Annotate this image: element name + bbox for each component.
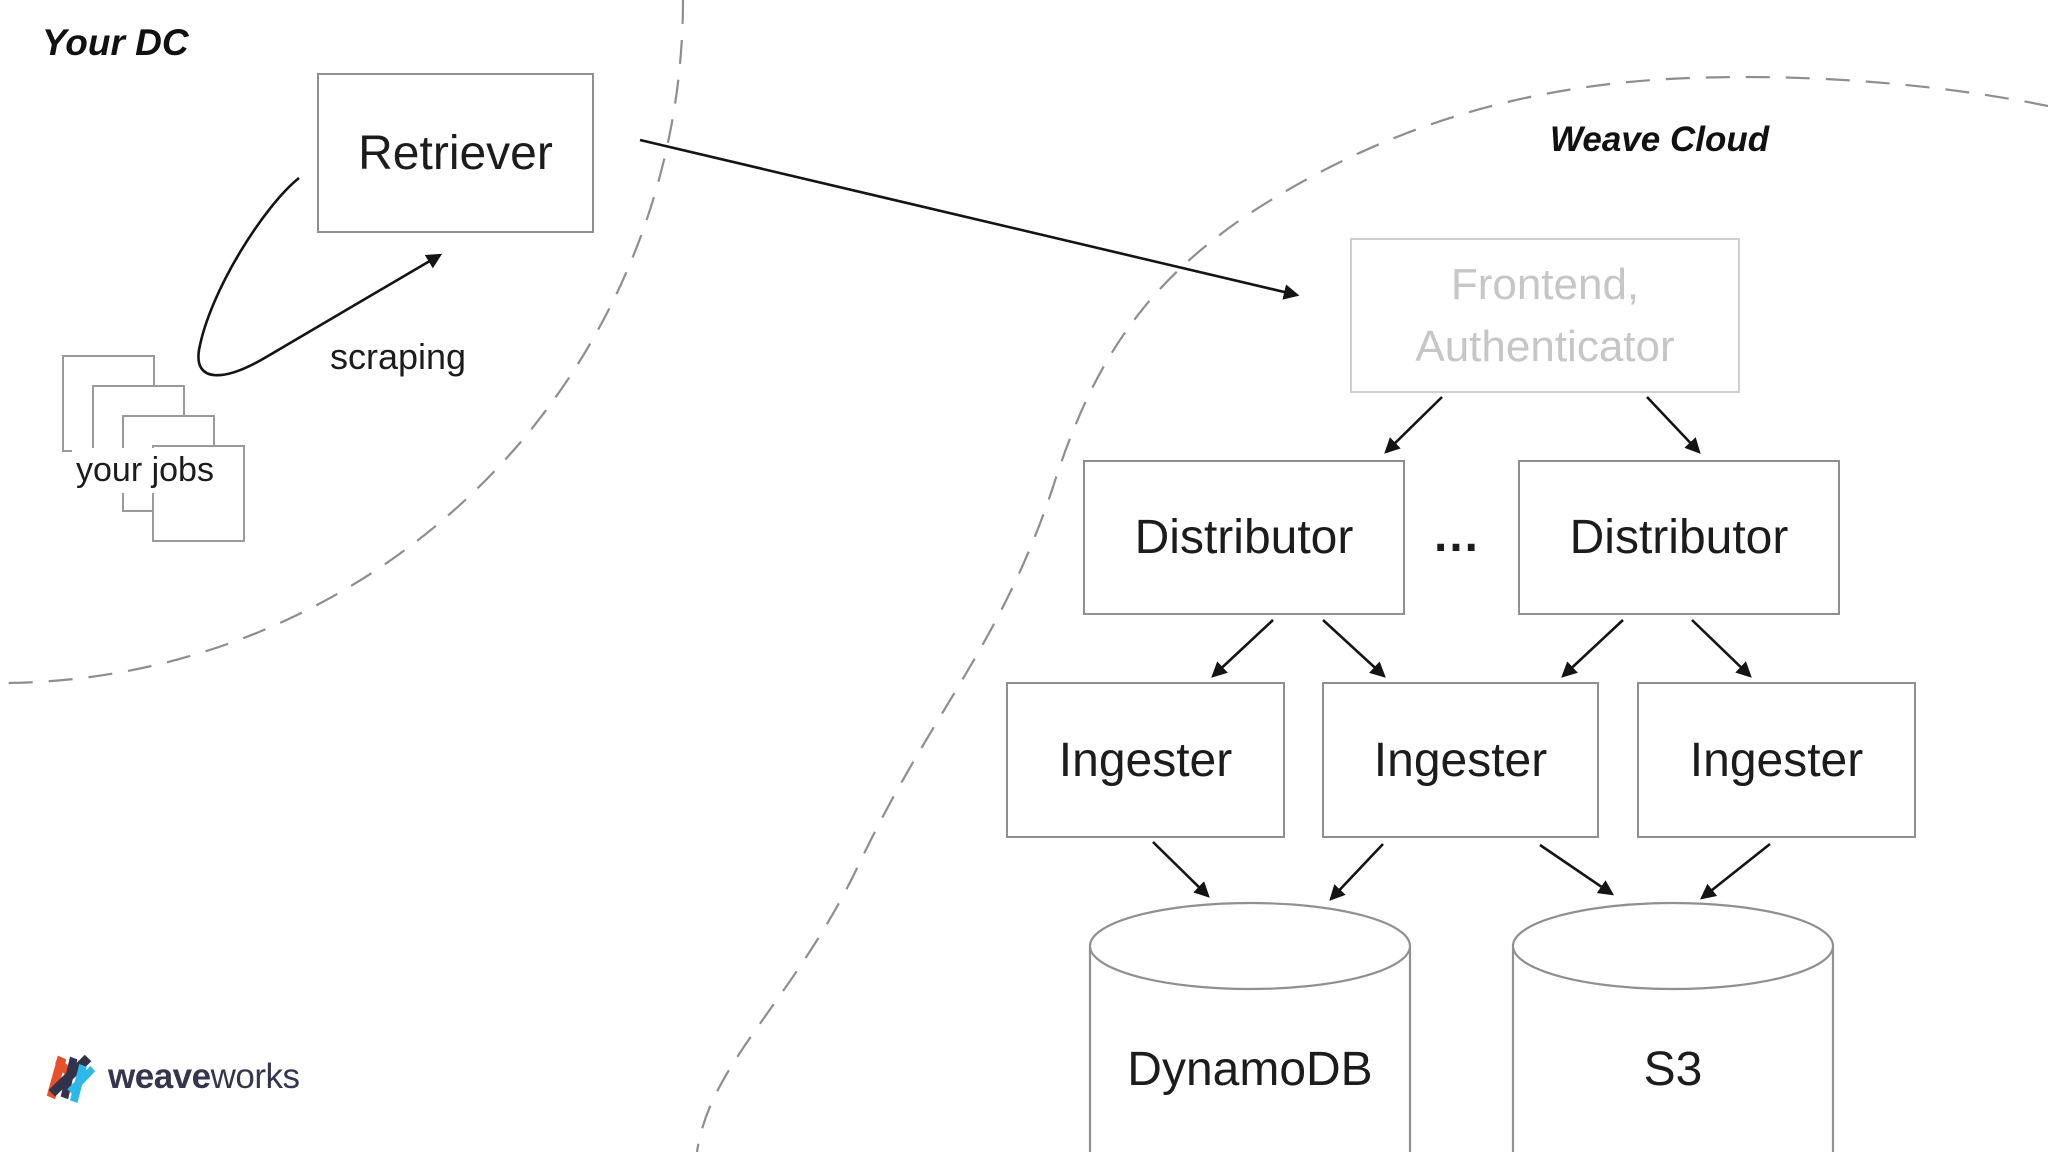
frontend-to-distributor-right-arrow — [1646, 396, 1701, 454]
your-jobs-label: your jobs — [72, 448, 218, 493]
s3-cylinder — [1511, 901, 1835, 1152]
distributor-left-node: Distributor — [1083, 460, 1405, 615]
distributor-right-to-ingester-right-arrow — [1691, 619, 1752, 678]
ingester-right-label: Ingester — [1689, 733, 1864, 787]
scraping-arrow — [197, 176, 443, 377]
ingester-middle-node: Ingester — [1322, 682, 1599, 838]
logo-word-weave: weave — [108, 1057, 211, 1096]
ingester-left-node: Ingester — [1006, 682, 1285, 838]
your-dc-label: Your DC — [42, 22, 189, 63]
weave-cloud-boundary-arc — [695, 75, 2048, 1152]
frontend-label-line1: Frontend, — [1450, 259, 1640, 309]
distributor-right-node: Distributor — [1518, 460, 1840, 615]
distributor-left-to-ingester-left-arrow — [1211, 619, 1274, 678]
retriever-to-frontend-arrow — [639, 138, 1300, 300]
weave-cloud-label: Weave Cloud — [1550, 120, 1770, 159]
logo-word-works: works — [210, 1057, 300, 1096]
ingester-left-label: Ingester — [1058, 733, 1233, 787]
frontend-authenticator-node: Frontend, Authenticator — [1350, 238, 1740, 393]
frontend-label-line2: Authenticator — [1415, 321, 1675, 371]
scraping-label: scraping — [330, 336, 467, 377]
ingester-right-node: Ingester — [1637, 682, 1916, 838]
distributor-left-label: Distributor — [1134, 511, 1354, 564]
ingester-left-to-dynamodb-arrow — [1152, 841, 1210, 898]
ingester-middle-to-s3-arrow — [1539, 843, 1615, 896]
dynamodb-cylinder — [1088, 901, 1412, 1152]
dynamodb-label: DynamoDB — [1127, 1043, 1373, 1096]
weaveworks-logo-icon — [46, 1054, 96, 1103]
weaveworks-logo: weaveworks — [44, 1050, 300, 1104]
distributor-left-to-ingester-middle-arrow — [1322, 619, 1386, 678]
ingester-middle-label: Ingester — [1373, 733, 1548, 787]
distributor-right-to-ingester-middle-arrow — [1561, 619, 1624, 678]
distributor-right-label: Distributor — [1569, 511, 1789, 564]
distributor-ellipsis: … — [1432, 509, 1484, 562]
ingester-middle-to-dynamodb-arrow — [1329, 843, 1384, 901]
your-dc-boundary-arc — [0, 0, 685, 685]
s3-label: S3 — [1643, 1043, 1703, 1096]
ingester-right-to-s3-arrow — [1700, 842, 1771, 900]
retriever-node: Retriever — [317, 73, 594, 233]
frontend-to-distributor-left-arrow — [1384, 396, 1443, 454]
retriever-label: Retriever — [358, 126, 553, 180]
weaveworks-logo-text: weaveworks — [108, 1057, 300, 1097]
